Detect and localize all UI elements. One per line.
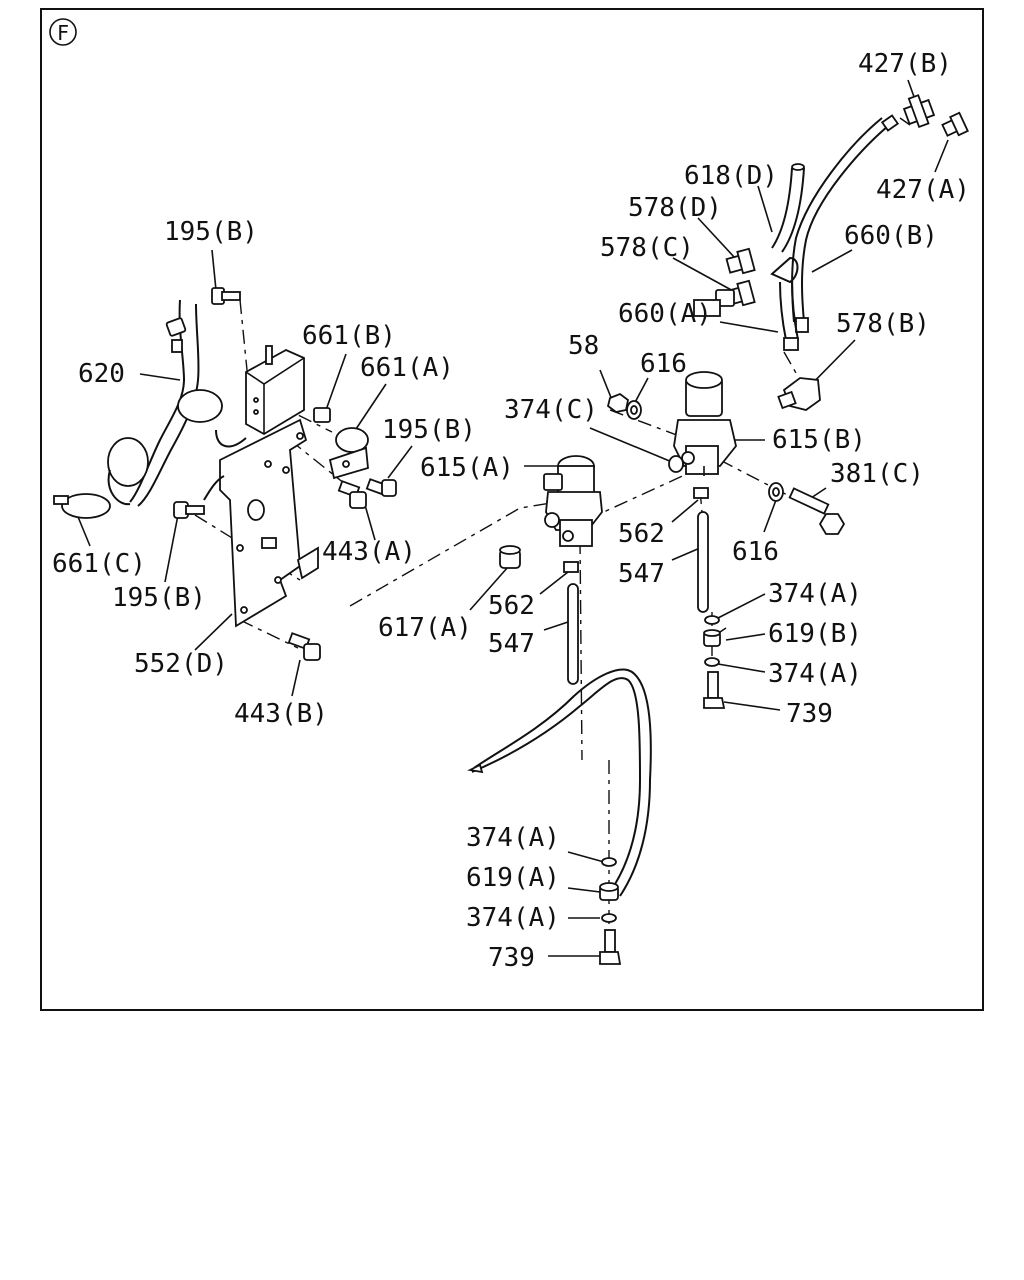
label-195B-top: 195(B) [164, 217, 258, 247]
clip-562-right [693, 487, 709, 499]
elbow-fitting-578B [777, 377, 821, 411]
bolt-195B-left [173, 501, 205, 519]
label-618D: 618(D) [684, 161, 778, 191]
bolt-381C [788, 487, 846, 535]
label-58: 58 [568, 331, 599, 361]
callout-labels: 427(B) 427(A) 618(D) 578(D) 578(C) 660(B… [52, 49, 970, 973]
label-661A: 661(A) [360, 353, 454, 383]
label-616-bottom: 616 [732, 537, 779, 567]
label-195B-right: 195(B) [382, 415, 476, 445]
label-443B: 443(B) [234, 699, 328, 729]
label-374A-r2: 374(A) [768, 659, 862, 689]
oring-374A-bottom-top [601, 857, 617, 867]
label-374A-r1: 374(A) [768, 579, 862, 609]
clip-661B [313, 407, 331, 423]
oring-374A-bottom-bottom [601, 913, 617, 923]
oring-374A-right-top [704, 615, 720, 625]
plug-617A [499, 545, 521, 569]
label-620: 620 [78, 359, 125, 389]
pipe-547-left [567, 583, 579, 685]
sensor-620 [107, 299, 247, 507]
label-739-right: 739 [786, 699, 833, 729]
long-hose [467, 668, 652, 897]
label-617A: 617(A) [378, 613, 472, 643]
section-marker: F [49, 18, 77, 46]
valve-615B [673, 289, 737, 476]
clamp-661A [328, 427, 369, 480]
label-615A: 615(A) [420, 453, 514, 483]
tee-fitting-427B [902, 94, 936, 129]
label-615B: 615(B) [772, 425, 866, 455]
oring-374A-right-bottom [704, 657, 720, 667]
label-562-right: 562 [618, 519, 665, 549]
box-component [245, 345, 305, 436]
nut-58 [606, 392, 629, 413]
label-562-left: 562 [488, 591, 535, 621]
cable-tie-661C [53, 493, 111, 519]
bolt-739-bottom [599, 929, 622, 965]
label-661B: 661(B) [302, 321, 396, 351]
washer-616-bottom [768, 482, 784, 502]
label-616-top: 616 [640, 349, 687, 379]
label-374C: 374(C) [504, 395, 598, 425]
elbow-fitting-427A [941, 111, 969, 137]
valve-615A [543, 455, 603, 547]
label-578D: 578(D) [628, 193, 722, 223]
label-578B: 578(B) [836, 309, 930, 339]
section-marker-letter: F [57, 21, 69, 45]
bolt-443A [337, 480, 367, 509]
hose-618D [771, 163, 805, 253]
eye-fitting-619A [599, 882, 619, 901]
label-381C: 381(C) [830, 459, 924, 489]
label-661C: 661(C) [52, 549, 146, 579]
label-427A: 427(A) [876, 175, 970, 205]
hose-660A [770, 256, 799, 351]
bracket-552D [219, 418, 319, 628]
elbow-fitting-578D [725, 247, 756, 275]
label-547-right: 547 [618, 559, 665, 589]
eye-fitting-619B [703, 627, 727, 647]
bolt-195B-right [365, 478, 397, 497]
label-660B: 660(B) [844, 221, 938, 251]
label-619A: 619(A) [466, 863, 560, 893]
label-374A-b1: 374(A) [466, 823, 560, 853]
label-427B: 427(B) [858, 49, 952, 79]
washer-616-top [626, 400, 642, 420]
label-619B: 619(B) [768, 619, 862, 649]
label-739-bottom: 739 [488, 943, 535, 973]
label-578C: 578(C) [600, 233, 694, 263]
label-547-left: 547 [488, 629, 535, 659]
bolt-443B [287, 632, 321, 661]
label-660A: 660(A) [618, 299, 712, 329]
label-443A: 443(A) [322, 537, 416, 567]
label-552D: 552(D) [134, 649, 228, 679]
clip-562-left [563, 561, 579, 573]
label-195B-left: 195(B) [112, 583, 206, 613]
bolt-739-right [703, 671, 726, 709]
label-374A-b2: 374(A) [466, 903, 560, 933]
diagram-frame [40, 8, 984, 1011]
pipe-547-right [697, 511, 709, 613]
oring-374C [668, 455, 684, 473]
bolt-195B-top [211, 287, 241, 305]
